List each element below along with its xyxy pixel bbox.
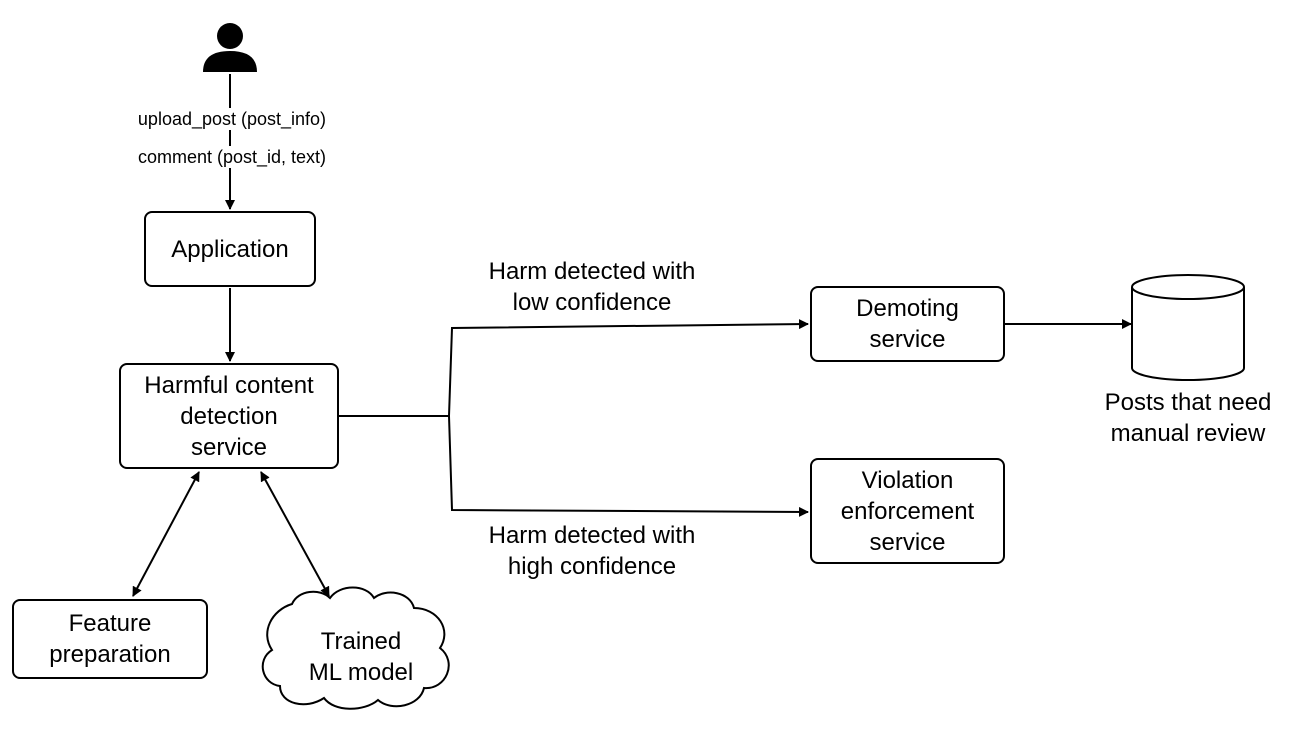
- violation-enforcement-node: Violation enforcement service: [810, 458, 1005, 564]
- low-confidence-edge-label: Harm detected with low confidence: [488, 258, 696, 316]
- trained-ml-model-node: Trained ML model: [308, 628, 414, 686]
- upload-post-call-label: upload_post (post_info): [118, 108, 346, 130]
- edge-detection-branch: [339, 319, 809, 417]
- comment-call-label: comment (post_id, text): [118, 146, 346, 168]
- edge-branch-to-violation: [448, 415, 809, 517]
- user-icon: [203, 23, 257, 72]
- posts-manual-review-label: Posts that need manual review: [1104, 389, 1272, 447]
- edge-detection-feature: [132, 471, 200, 597]
- demoting-service-node: Demoting service: [810, 286, 1005, 362]
- feature-preparation-node: Feature preparation: [12, 599, 208, 679]
- harmful-content-detection-node: Harmful content detection service: [119, 363, 339, 469]
- application-node: Application: [144, 211, 316, 287]
- edge-detection-model: [260, 471, 330, 597]
- cloud-shape: [261, 586, 450, 710]
- database-cylinder: [1131, 274, 1245, 381]
- high-confidence-edge-label: Harm detected with high confidence: [488, 522, 696, 580]
